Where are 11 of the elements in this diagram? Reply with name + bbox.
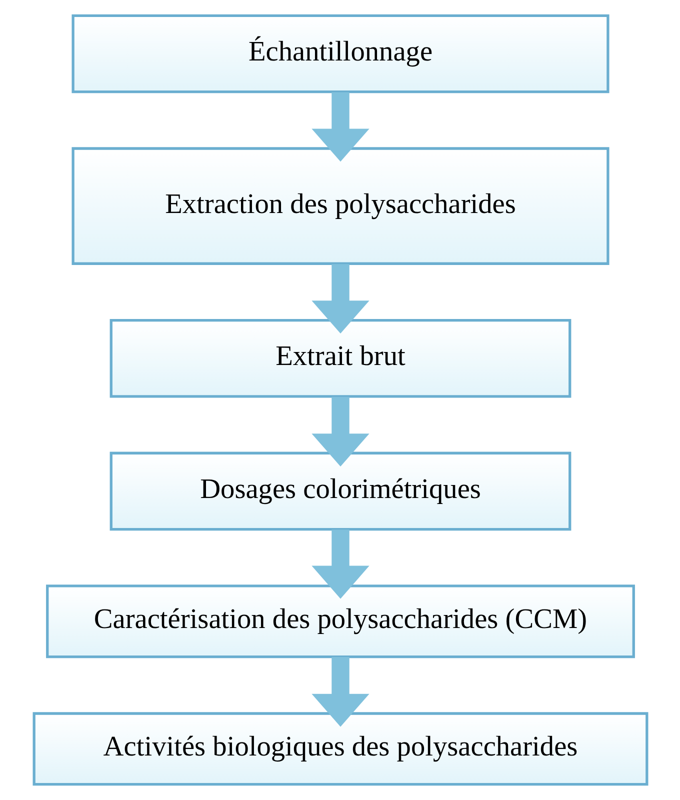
node-box: Échantillonnage — [71, 14, 609, 94]
arrow — [311, 264, 369, 334]
node-box: Extraction des polysaccharides — [71, 147, 609, 265]
node-box: Dosages colorimétriques — [109, 452, 571, 531]
arrow — [311, 530, 369, 599]
node-box: Caractérisation des polysaccharides (CCM) — [46, 584, 634, 658]
arrow — [311, 92, 369, 162]
arrow — [311, 657, 369, 727]
arrow — [311, 396, 369, 467]
node-box: Activités biologiques des polysaccharides — [32, 712, 648, 786]
node-box: Extrait brut — [109, 318, 571, 398]
